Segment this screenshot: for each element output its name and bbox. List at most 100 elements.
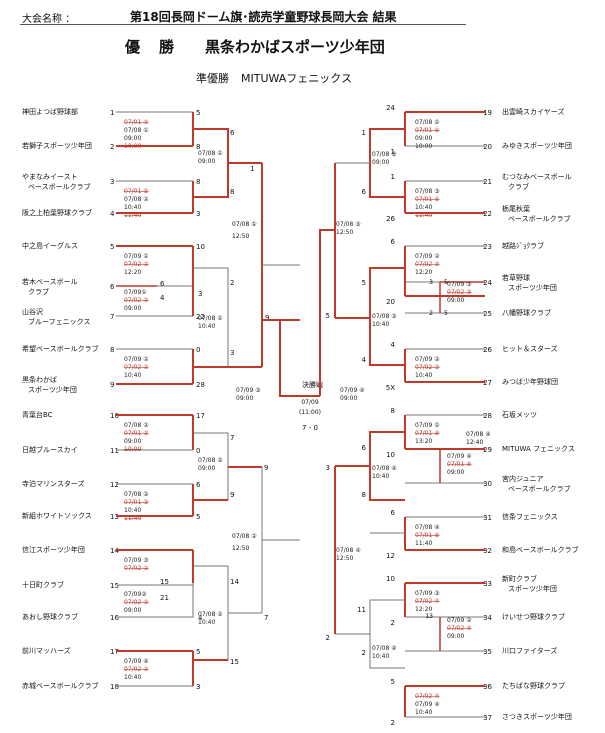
team-name-right: スポーツ少年団 [508, 283, 557, 292]
score-value: 13 [425, 613, 433, 620]
game-info: 10:40 [415, 709, 432, 716]
score-value: 5 [444, 310, 448, 317]
score-value: 5 [196, 109, 200, 117]
game-info: 10:40 [124, 204, 141, 211]
score-value: 5 [444, 279, 448, 286]
game-info: 07/01 ③ [124, 499, 149, 506]
game-info: 07/01 ⑥ [415, 127, 440, 134]
team-name-right: MITUWA フェニックス [502, 445, 575, 453]
game-info: 07/09 ③ [236, 387, 261, 394]
seed-number-right: 19 [483, 109, 492, 117]
game-info: 07/09 ③ [415, 590, 440, 597]
team-name-left: 黒条わかば [22, 375, 57, 384]
tournament-label: 大会名称 ： [22, 14, 76, 25]
game-info: 07/09 ③ [447, 281, 472, 288]
game-info: 11:40 [415, 540, 432, 547]
score-value: 6 [362, 444, 367, 452]
game-info: 10:40 [198, 619, 215, 626]
seed-number-left: 15 [110, 582, 119, 590]
score-value: 5 [196, 513, 200, 521]
game-info: 12:20 [124, 269, 141, 276]
seed-number-left: 1 [110, 109, 114, 117]
final-path-left [262, 319, 300, 397]
header-divider [20, 24, 466, 25]
seed-number-right: 33 [483, 580, 492, 588]
score-value: 6 [160, 280, 165, 288]
game-info: 12:20 [415, 269, 432, 276]
score-value: 10 [196, 243, 205, 251]
game-info: 09:00 [124, 438, 141, 445]
team-name-right: 若草野球 [502, 273, 530, 282]
game-info: 07/08 ③ [372, 151, 397, 158]
team-name-left: 中之島イーグルス [22, 241, 78, 250]
seed-number-left: 18 [110, 683, 119, 691]
game-info: 09:00 [372, 159, 389, 166]
score-value: 3 [196, 683, 200, 691]
seed-number-left: 4 [110, 210, 115, 218]
seed-number-right: 36 [483, 683, 492, 691]
team-name-right: むつなみベースボール [502, 173, 572, 181]
team-name-left: 阪之上柏葉野球クラブ [22, 208, 92, 217]
game-info: 07/08 ③ [415, 188, 440, 195]
team-name-left: 若獅子スポーツ少年団 [22, 141, 92, 150]
seed-number-left: 17 [110, 648, 119, 656]
score-value: 26 [386, 215, 395, 223]
seed-number-right: 35 [483, 648, 492, 656]
game-info: 09:00 [236, 395, 253, 402]
team-name-right: 石坂メッツ [502, 410, 537, 419]
seed-number-left: 7 [110, 313, 114, 321]
team-name-left: 神田よつば野球部 [22, 107, 78, 116]
score-value: 6 [196, 481, 201, 489]
team-name-right: たちばな野球クラブ [502, 681, 565, 690]
score-value: 2 [429, 310, 433, 317]
score-value: 8 [362, 491, 366, 499]
game-info: 09:00 [447, 469, 464, 476]
game-info: 07/08 ④ [336, 547, 361, 554]
game-info: 07/01 ② [124, 430, 149, 437]
score-value: 10 [386, 575, 395, 583]
score-value: 2 [326, 634, 330, 642]
game-info: 07/01 ⑤ [124, 188, 149, 195]
score-value: 4 [362, 356, 367, 364]
score-value: 0 [196, 447, 200, 455]
score-value: 8 [230, 188, 234, 196]
score-value: 3 [230, 349, 234, 357]
score-value: 8 [196, 178, 200, 186]
game-info: 10:00 [124, 143, 141, 150]
game-info: 07/02 ③ [415, 261, 440, 268]
seed-number-right: 21 [483, 178, 492, 186]
team-name-right: けいせつ野球クラブ [502, 612, 565, 621]
score-value: 6 [230, 129, 235, 137]
score-value: 6 [391, 509, 396, 517]
seed-number-left: 9 [110, 381, 114, 389]
game-info: 07/08 ② [124, 422, 149, 429]
team-name-left: 信江スポーツ少年団 [22, 545, 85, 554]
game-info: 10:40 [198, 323, 215, 330]
game-info: 07/09② [124, 591, 147, 598]
seed-number-left: 10 [110, 412, 119, 420]
game-info: 07/08 ① [415, 119, 440, 126]
team-name-left: 赤城ベースボールクラブ [22, 681, 99, 690]
score-value: 6 [362, 188, 367, 196]
score-value: 9 [264, 464, 268, 472]
game-info: 10:40 [415, 204, 432, 211]
team-name-left: 十日町クラブ [22, 580, 64, 589]
game-info: 09:00 [124, 305, 141, 312]
team-name-right: 宮内ジュニア [502, 474, 544, 483]
team-name-right: クラブ [508, 182, 529, 191]
score-value: 5X [386, 384, 395, 392]
final-time: (11:00) [299, 409, 321, 416]
team-name-right: 信条フェニックス [502, 512, 558, 521]
team-name-left: 山谷沢 [22, 307, 43, 316]
game-info: 10:40 [415, 372, 432, 379]
round1-connector [116, 583, 194, 618]
game-info: 09:00 [340, 395, 357, 402]
seed-number-left: 11 [110, 447, 119, 455]
game-info: 07/08 ④ [466, 431, 491, 438]
team-name-right: さつきスポーツ少年団 [502, 712, 572, 721]
game-info: 11:40 [124, 515, 141, 522]
team-name-left: 若木ベースボール [22, 277, 78, 286]
score-value: 0 [196, 346, 200, 354]
game-info: 07/01 ⑥ [415, 196, 440, 203]
